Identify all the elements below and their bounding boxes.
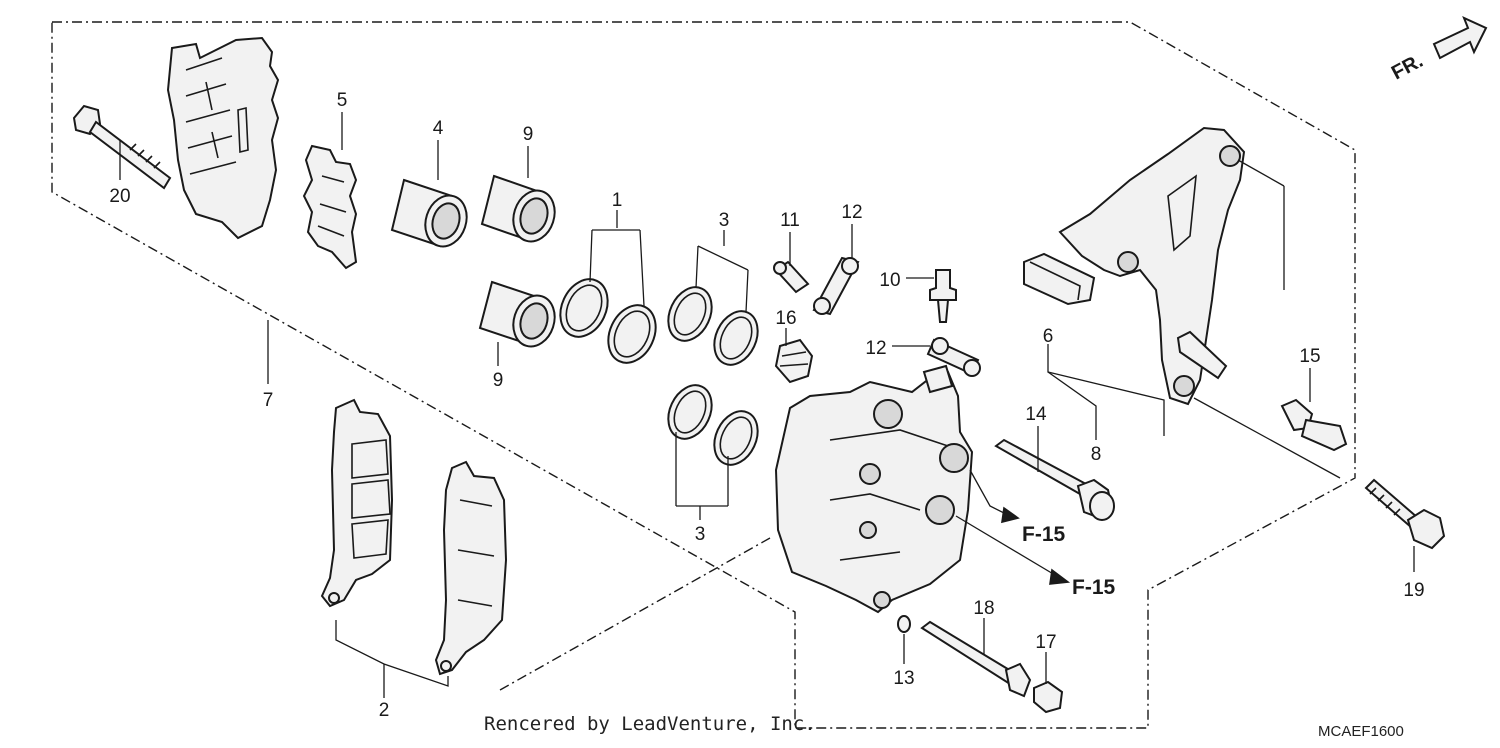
part-2-brake-pads bbox=[320, 398, 508, 676]
callout-3-upper: 3 bbox=[719, 210, 730, 231]
callout-2: 2 bbox=[379, 700, 390, 721]
pad-subassembly-boundary bbox=[499, 537, 771, 691]
part-16-cap bbox=[774, 338, 814, 384]
reference-f15-lower: F-15 bbox=[1072, 576, 1116, 599]
callout-4: 4 bbox=[433, 118, 444, 139]
part-9-piston-lower bbox=[478, 280, 556, 348]
part-12-plate-upper bbox=[812, 256, 860, 316]
part-11-bleeder bbox=[773, 260, 810, 294]
callout-1: 1 bbox=[612, 190, 623, 211]
callout-7: 7 bbox=[263, 390, 274, 411]
reference-f15-upper: F-15 bbox=[1022, 523, 1066, 546]
part-14-pin-bolt bbox=[994, 438, 1115, 521]
callout-16: 16 bbox=[775, 308, 796, 329]
callout-12-lower: 12 bbox=[865, 338, 886, 359]
front-direction-indicator: FR. bbox=[1388, 16, 1488, 85]
part-1-piston-seals bbox=[559, 278, 657, 364]
part-18-pin bbox=[920, 620, 1032, 698]
callout-9-upper: 9 bbox=[523, 124, 534, 145]
part-17-plug bbox=[1033, 680, 1064, 714]
part-12-plate-lower bbox=[926, 337, 981, 377]
caliper-outer-half bbox=[166, 36, 280, 240]
part-5-pad-spring bbox=[302, 144, 358, 270]
caliper-body bbox=[774, 364, 974, 614]
part-3-seals-upper bbox=[667, 286, 759, 366]
callout-20: 20 bbox=[109, 186, 130, 207]
front-label: FR. bbox=[1388, 50, 1427, 85]
part-9-piston-upper bbox=[480, 174, 556, 243]
callout-12-upper: 12 bbox=[841, 202, 862, 223]
part-10-bleeder-screw bbox=[929, 269, 957, 323]
callout-11: 11 bbox=[780, 210, 800, 231]
callout-labels: 20 5 4 9 1 3 11 12 10 6 9 16 12 15 7 14 … bbox=[109, 90, 1424, 721]
callout-19: 19 bbox=[1403, 580, 1424, 601]
part-3-seals-lower bbox=[667, 384, 759, 466]
part-19-bolt bbox=[1364, 478, 1446, 550]
diagram-code: MCAEF1600 bbox=[1318, 723, 1404, 740]
part-8-bracket bbox=[1058, 126, 1246, 406]
part-13-oring bbox=[897, 615, 911, 633]
callout-9-lower: 9 bbox=[493, 370, 504, 391]
part-15-bolt bbox=[1280, 398, 1348, 452]
callout-8: 8 bbox=[1091, 444, 1102, 465]
arrow-icon bbox=[1432, 16, 1488, 60]
callout-14: 14 bbox=[1025, 404, 1047, 425]
part-20-bolt bbox=[72, 104, 172, 190]
callout-6: 6 bbox=[1043, 326, 1054, 347]
callout-5: 5 bbox=[337, 90, 348, 111]
callout-13: 13 bbox=[893, 668, 914, 689]
leader-lines bbox=[119, 112, 1415, 698]
render-credit: Rencered by LeadVenture, Inc. bbox=[484, 713, 816, 735]
callout-17: 17 bbox=[1035, 632, 1056, 653]
assembly-boundary bbox=[51, 21, 1356, 729]
part-6-clip bbox=[1023, 252, 1096, 306]
callout-3-lower: 3 bbox=[695, 524, 706, 545]
part-4-piston bbox=[390, 178, 468, 248]
callout-15: 15 bbox=[1299, 346, 1320, 367]
callout-10: 10 bbox=[879, 270, 900, 291]
callout-18: 18 bbox=[973, 598, 994, 619]
